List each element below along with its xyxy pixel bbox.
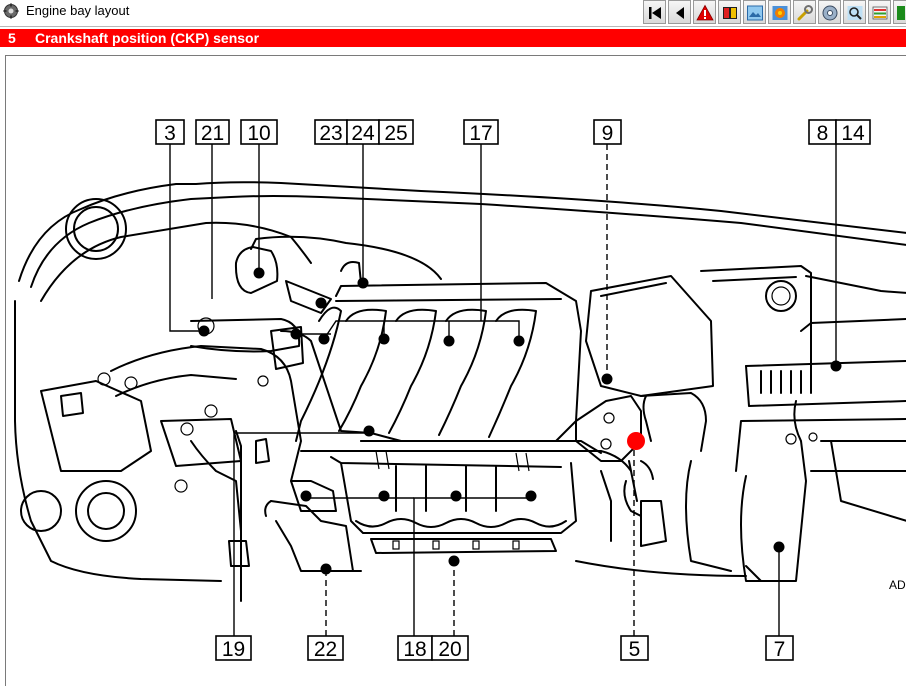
manual-button[interactable] [718, 0, 741, 24]
label-7[interactable]: 7 [774, 638, 786, 661]
section-title: Crankshaft position (CKP) sensor [35, 30, 260, 46]
tools-button[interactable] [793, 0, 816, 24]
app-icon [3, 3, 19, 19]
book-icon [723, 7, 737, 19]
toolbar [643, 0, 906, 26]
exit-icon [897, 6, 905, 20]
gear-icon [772, 6, 788, 20]
warning-button[interactable] [693, 0, 716, 24]
label-23[interactable]: 23 [319, 122, 342, 145]
diagram-viewport[interactable]: 3 21 10 23 24 25 17 9 8 14 19 22 18 20 5… [5, 55, 906, 686]
label-3[interactable]: 3 [164, 122, 176, 145]
ckp-sensor-highlight[interactable] [627, 432, 645, 450]
list-button[interactable] [868, 0, 891, 24]
diagram-watermark: AD [889, 578, 906, 592]
window-title: Engine bay layout [26, 3, 130, 18]
label-17[interactable]: 17 [469, 122, 492, 145]
label-10[interactable]: 10 [247, 122, 270, 145]
magnifier-icon [847, 6, 863, 20]
exit-button[interactable] [893, 0, 906, 24]
callout-dots [198, 267, 842, 575]
previous-button[interactable] [668, 0, 691, 24]
label-5[interactable]: 5 [629, 638, 641, 661]
label-24[interactable]: 24 [351, 122, 375, 145]
label-8[interactable]: 8 [817, 122, 829, 145]
engine-outline [14, 181, 906, 602]
label-22[interactable]: 22 [314, 638, 337, 661]
leader-lines [169, 144, 837, 636]
label-20[interactable]: 20 [438, 638, 461, 661]
label-14[interactable]: 14 [841, 122, 865, 145]
engine-bay-diagram: 3 21 10 23 24 25 17 9 8 14 19 22 18 20 5… [14, 119, 906, 661]
disc-icon [822, 5, 838, 21]
title-bar: Engine bay layout [0, 0, 906, 27]
label-21[interactable]: 21 [201, 122, 224, 145]
first-page-button[interactable] [643, 0, 666, 24]
label-25[interactable]: 25 [384, 122, 407, 145]
wrench-icon [797, 5, 813, 21]
previous-icon [676, 7, 684, 19]
image-button[interactable] [743, 0, 766, 24]
section-header: 5 Crankshaft position (CKP) sensor [0, 29, 906, 47]
image-icon [747, 5, 763, 21]
label-19[interactable]: 19 [222, 638, 245, 661]
label-9[interactable]: 9 [602, 122, 614, 145]
disc-button[interactable] [818, 0, 841, 24]
warning-icon [696, 4, 714, 21]
search-button[interactable] [843, 0, 866, 24]
callout-labels: 3 21 10 23 24 25 17 9 8 14 19 22 18 20 5… [155, 119, 906, 661]
section-number: 5 [8, 30, 16, 46]
label-18[interactable]: 18 [403, 638, 426, 661]
list-icon [872, 6, 888, 20]
settings-button[interactable] [768, 0, 791, 24]
first-page-icon [649, 7, 661, 19]
